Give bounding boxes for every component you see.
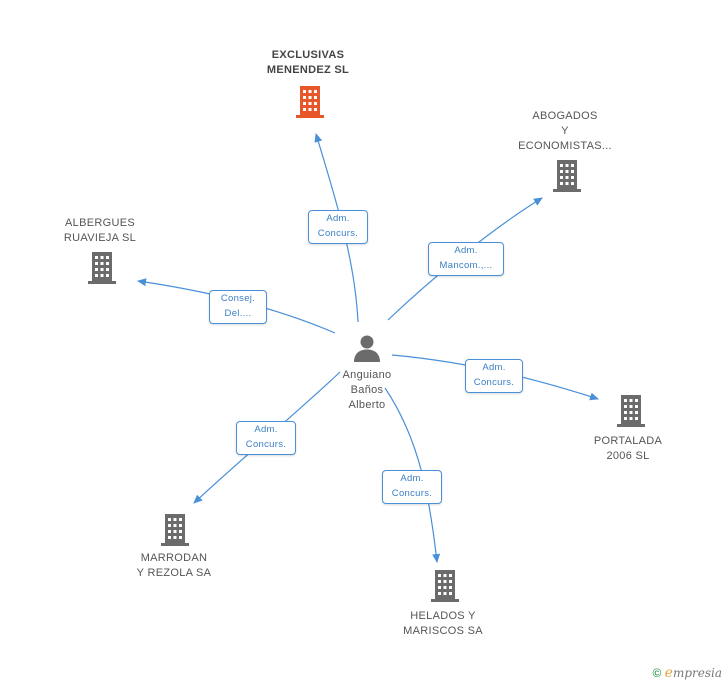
building-icon-marrodan[interactable]	[159, 512, 191, 548]
edge-label-abogados[interactable]: Adm. Mancom.,...	[428, 242, 504, 276]
edge-label-line1: Adm.	[254, 424, 278, 435]
edge-label-line2: Mancom.,...	[439, 260, 493, 271]
edge-label-line1: Adm.	[326, 213, 350, 224]
edge-label-helados[interactable]: Adm. Concurs.	[382, 470, 442, 504]
building-icon-exclusivas[interactable]	[294, 84, 326, 120]
building-icon-albergues[interactable]	[86, 250, 118, 286]
edge-label-line2: Concurs.	[245, 439, 287, 450]
company-label-portalada[interactable]: PORTALADA 2006 SL	[593, 435, 663, 462]
edge-label-albergues[interactable]: Consej. Del....	[209, 290, 267, 324]
edge-label-line1: Adm.	[454, 245, 478, 256]
copyright-symbol: ©	[652, 666, 662, 680]
edge-label-line2: Concurs.	[317, 228, 359, 239]
edge-label-line1: Consej.	[220, 293, 256, 304]
edge-label-portalada[interactable]: Adm. Concurs.	[465, 359, 523, 393]
building-icon-portalada[interactable]	[615, 393, 647, 429]
edge-label-marrodan[interactable]: Adm. Concurs.	[236, 421, 296, 455]
edge-label-line2: Concurs.	[391, 488, 433, 499]
edge-label-line1: Adm.	[400, 473, 424, 484]
building-icon-abogados[interactable]	[551, 158, 583, 194]
empresia-logo-text: mpresia	[672, 666, 722, 680]
company-label-marrodan[interactable]: MARRODAN Y REZOLA SA	[136, 552, 212, 579]
company-label-albergues[interactable]: ALBERGUES RUAVIEJA SL	[63, 217, 137, 244]
empresia-logo-e: e	[664, 665, 673, 681]
company-label-helados[interactable]: HELADOS Y MARISCOS SA	[403, 610, 483, 637]
edge-label-line2: Del....	[224, 308, 252, 319]
empresia-watermark: © empresia	[652, 665, 722, 681]
center-person-label[interactable]: Anguiano Baños Alberto	[342, 369, 392, 411]
edge-label-line2: Concurs.	[473, 377, 515, 388]
person-icon[interactable]	[352, 333, 382, 363]
company-label-abogados[interactable]: ABOGADOS Y ECONOMISTAS...	[518, 110, 612, 152]
building-icon-helados[interactable]	[429, 568, 461, 604]
edge-label-line1: Adm.	[482, 362, 506, 373]
edge-label-exclusivas[interactable]: Adm. Concurs.	[308, 210, 368, 244]
company-label-exclusivas[interactable]: EXCLUSIVAS MENENDEZ SL	[266, 49, 350, 76]
